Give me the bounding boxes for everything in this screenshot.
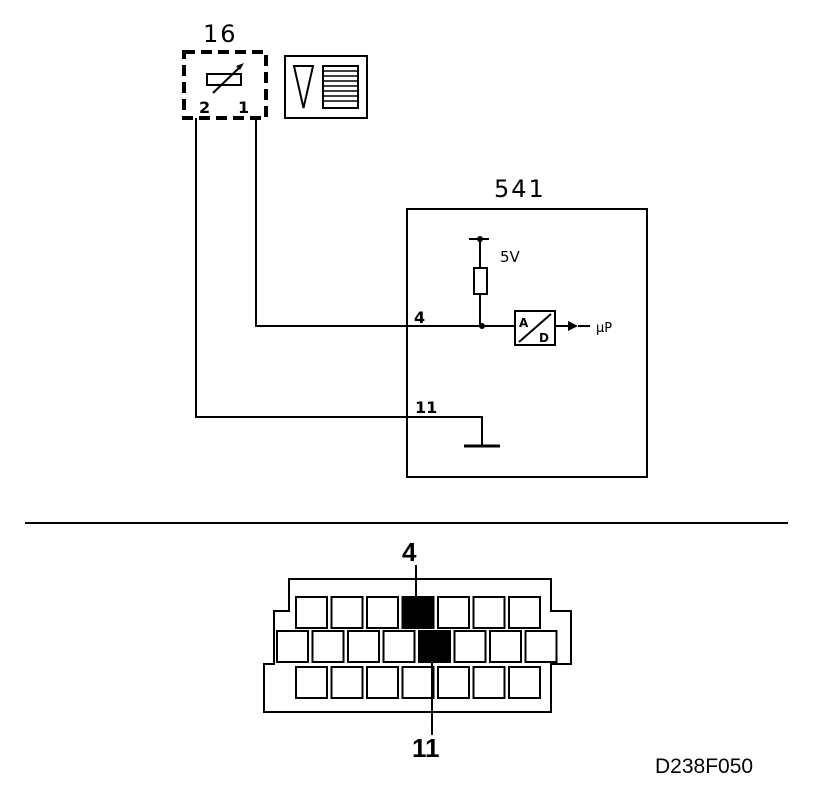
wire-ground <box>195 118 483 446</box>
connector-pin <box>453 630 487 663</box>
connector-pin <box>276 630 309 663</box>
connector-pin <box>311 630 345 663</box>
connector-pin <box>366 666 399 699</box>
component-number: 16 <box>203 20 238 48</box>
connector-housing <box>263 578 572 713</box>
adc-label-a: A <box>519 316 529 330</box>
connector-pin <box>489 630 522 663</box>
connector-pin <box>295 666 328 699</box>
connector-pin <box>472 596 506 629</box>
microprocessor-label: µP <box>596 321 612 336</box>
figure-reference: D238F050 <box>655 755 753 778</box>
module-number: 541 <box>494 175 546 203</box>
adc-label-d: D <box>539 331 549 345</box>
module-box <box>406 208 648 478</box>
connector-label-bottom: 11 <box>412 733 440 763</box>
fuel-level-icon <box>284 55 368 119</box>
module-pin-ground: 11 <box>415 398 437 417</box>
connector-pin <box>472 666 506 699</box>
connector-pin <box>347 630 380 663</box>
adc-converter-icon: A D <box>514 310 556 346</box>
connector-pin <box>295 596 328 629</box>
connector-pin <box>437 596 470 629</box>
component-dashed-housing <box>182 50 268 120</box>
connector-pin <box>508 596 541 629</box>
supply-voltage-label: 5V <box>500 248 521 266</box>
connector-pin <box>508 666 541 699</box>
output-arrow-icon <box>568 321 578 331</box>
connector-pin <box>401 666 435 699</box>
pull-up-resistor <box>473 267 488 295</box>
connector-pin <box>382 630 416 663</box>
connector-pin <box>524 630 558 663</box>
connector-pin <box>366 596 399 629</box>
potentiometer-icon <box>206 63 244 94</box>
connector-pin-grid <box>276 596 558 699</box>
connector-pin <box>330 666 364 699</box>
module-pin-signal: 4 <box>414 308 425 327</box>
connector-pin <box>437 666 470 699</box>
wire-signal <box>255 118 482 327</box>
connector-pin-highlighted <box>418 630 451 663</box>
component-pin-right: 1 <box>238 98 249 117</box>
connector-pin-highlighted <box>401 596 435 629</box>
connector-pin <box>330 596 364 629</box>
connector-label-top: 4 <box>402 537 417 567</box>
component-pin-left: 2 <box>199 98 210 117</box>
